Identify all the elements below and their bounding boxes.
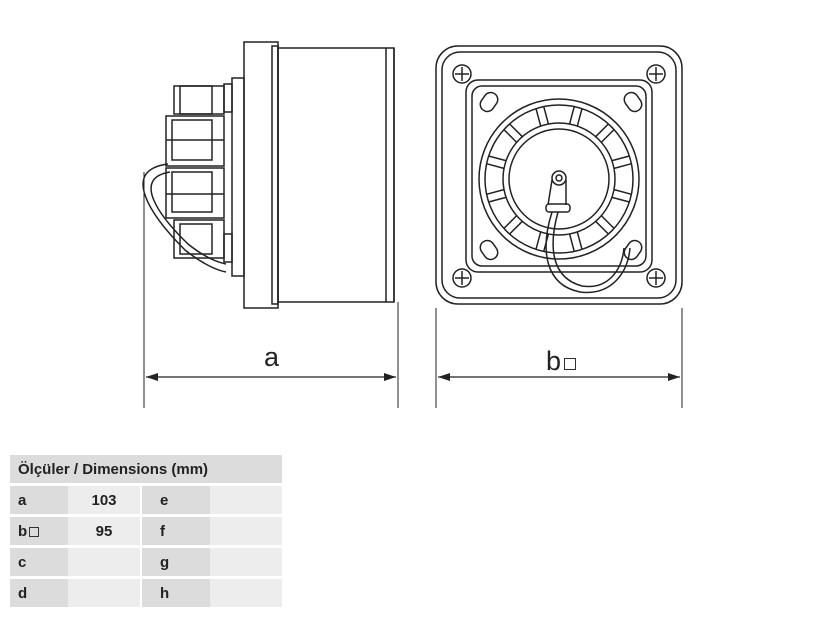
dimension-a-label: a xyxy=(264,342,280,372)
socket-rib xyxy=(503,215,518,230)
table-value xyxy=(68,548,140,576)
square-symbol-icon xyxy=(29,526,40,537)
socket-rib xyxy=(611,196,630,203)
table-key: e xyxy=(142,486,210,514)
table-key: c xyxy=(10,548,68,576)
table-key: a xyxy=(10,486,68,514)
table-key: h xyxy=(142,579,210,607)
socket-rib xyxy=(611,155,630,162)
table-value xyxy=(210,579,282,607)
socket-rib xyxy=(488,155,507,162)
socket-rib xyxy=(488,196,507,203)
socket-rib xyxy=(486,188,505,196)
dimensions-table: Ölçüler / Dimensions (mm) a 103 e b 95 f… xyxy=(10,452,282,610)
side-view xyxy=(142,41,395,309)
dimension-a xyxy=(143,172,399,408)
table-key: d xyxy=(10,579,68,607)
socket-rib xyxy=(613,188,632,196)
socket-rib xyxy=(595,123,610,138)
table-header-row: Ölçüler / Dimensions (mm) xyxy=(10,455,282,483)
table-value xyxy=(68,579,140,607)
table-row: c g xyxy=(10,548,282,576)
socket-rib xyxy=(576,231,583,250)
socket-rib xyxy=(600,128,615,143)
socket-rib xyxy=(508,123,523,138)
socket-rib xyxy=(568,106,576,125)
socket-rib xyxy=(568,233,576,252)
table-row: a 103 e xyxy=(10,486,282,514)
table-row: b 95 f xyxy=(10,517,282,545)
socket-rib xyxy=(535,108,542,127)
socket-rib xyxy=(503,128,518,143)
socket-rib xyxy=(600,215,615,230)
socket-rib xyxy=(542,106,550,125)
table-value: 95 xyxy=(68,517,140,545)
socket-rib xyxy=(613,162,632,170)
dimension-b xyxy=(435,308,683,408)
table-value: 103 xyxy=(68,486,140,514)
socket-rib xyxy=(508,220,523,235)
table-value xyxy=(210,486,282,514)
table-key: b xyxy=(10,517,68,545)
table-value xyxy=(210,517,282,545)
technical-drawing xyxy=(142,41,683,408)
table-key: g xyxy=(142,548,210,576)
socket-rib xyxy=(486,162,505,170)
socket-rib xyxy=(576,108,583,127)
screw-icon xyxy=(452,64,666,288)
table-row: d h xyxy=(10,579,282,607)
dimension-b-label: b xyxy=(546,346,577,377)
table-key: f xyxy=(142,517,210,545)
socket-rib xyxy=(535,231,542,250)
table-value xyxy=(210,548,282,576)
table-header: Ölçüler / Dimensions (mm) xyxy=(10,455,282,483)
socket-rib xyxy=(595,220,610,235)
square-symbol-icon xyxy=(564,358,577,370)
front-view xyxy=(435,45,683,305)
